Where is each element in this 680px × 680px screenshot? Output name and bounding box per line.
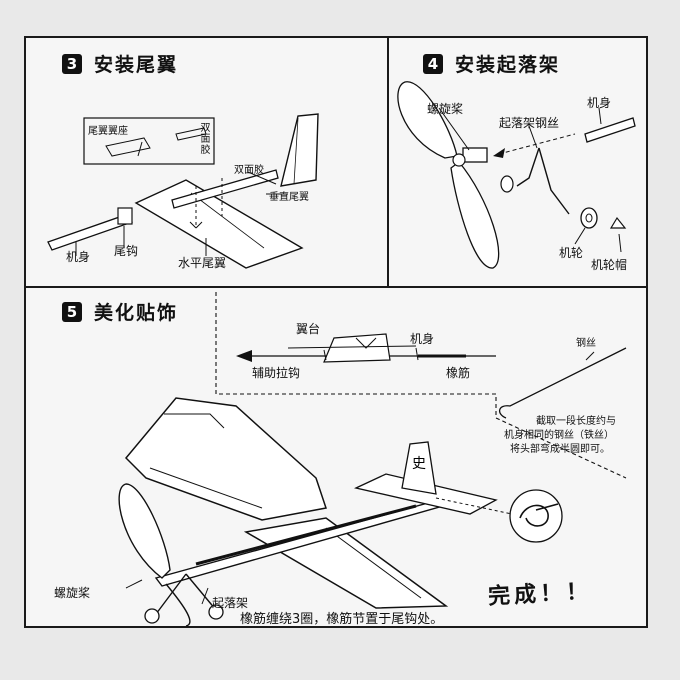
- label-wheel-cap: 机轮帽: [591, 258, 628, 272]
- label-double-tape: 双面胶: [234, 165, 264, 176]
- landing-gear-drawing: [397, 81, 636, 269]
- label-steel-wire: 钢丝: [576, 338, 596, 349]
- final-assembly-drawing: 史: [118, 292, 627, 627]
- label-aux-hook: 辅助拉钩: [252, 366, 301, 380]
- tail-assembly-drawing: [47, 113, 319, 269]
- step-3-number: 3: [62, 53, 82, 74]
- step-5-panel: 5 美化贴饰: [26, 288, 646, 627]
- footer-instruction: 橡筋缠绕3圈，橡筋节置于尾钩处。: [240, 612, 444, 627]
- label-fuselage-step5: 机身: [410, 332, 435, 346]
- step-3-panel: 3 安装尾翼: [26, 38, 389, 288]
- step-4-header: 4 安装起落架: [423, 50, 560, 77]
- label-fuselage: 机身: [66, 250, 91, 264]
- label-landing-gear-wire: 起落架钢丝: [499, 116, 560, 130]
- label-horizontal-tail: 水平尾翼: [178, 256, 227, 270]
- label-wing-mount: 翼台: [296, 322, 321, 336]
- step-5-title: 美化贴饰: [94, 302, 179, 324]
- svg-text:史: 史: [412, 456, 426, 472]
- instruction-sheet: 3 安装尾翼: [24, 36, 648, 628]
- step-5-number: 5: [62, 301, 82, 322]
- label-propeller-step5: 螺旋桨: [54, 586, 91, 600]
- step-3-header: 3 安装尾翼: [62, 50, 178, 77]
- step-4-number: 4: [423, 53, 443, 74]
- label-propeller: 螺旋桨: [427, 102, 464, 116]
- wire-note-line-3: 将头部弯成半圆即可。: [510, 444, 610, 455]
- label-wheel: 机轮: [559, 246, 584, 260]
- wire-note-line-2: 机身相同的钢丝（铁丝）: [504, 430, 614, 441]
- step-3-title: 安装尾翼: [94, 54, 179, 76]
- label-rubber-band: 橡筋: [446, 366, 471, 380]
- label-tail-hook: 尾钩: [114, 244, 139, 258]
- label-landing-gear-step5: 起落架: [212, 596, 249, 610]
- label-double-tape-vertical: 双面胶: [198, 122, 209, 155]
- label-tail-seat: 尾翼翼座: [88, 126, 128, 137]
- step-5-header: 5 美化贴饰: [62, 298, 178, 325]
- label-fuselage-step4: 机身: [587, 96, 612, 110]
- wire-note-line-1: 截取一段长度约与: [536, 416, 616, 427]
- step-4-title: 安装起落架: [455, 54, 561, 76]
- label-vertical-tail: 垂直尾翼: [269, 192, 309, 203]
- done-text: 完成！！: [487, 579, 593, 610]
- step-4-panel: 4 安装起落架: [389, 38, 646, 288]
